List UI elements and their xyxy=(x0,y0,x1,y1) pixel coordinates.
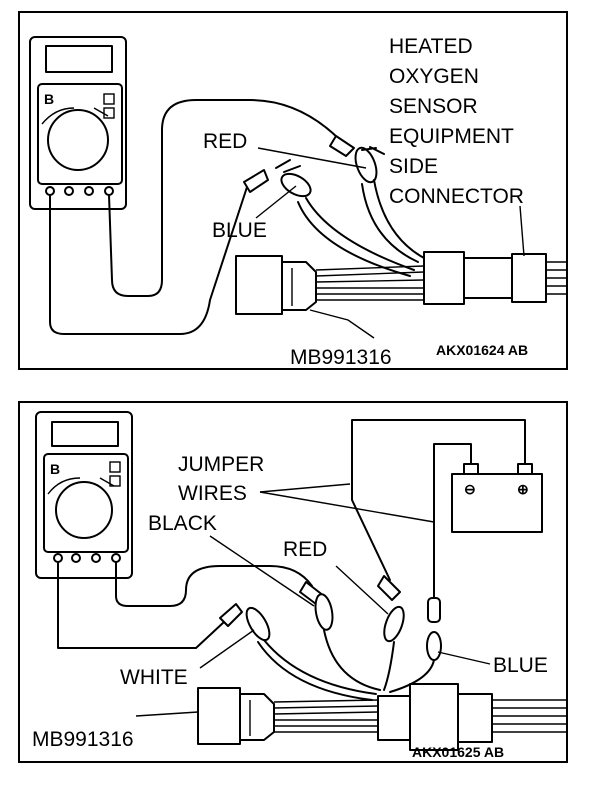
meter-jack xyxy=(53,553,63,563)
tool-label: MB991316 xyxy=(290,346,392,369)
panel-top-frame xyxy=(18,11,568,370)
meter-jack xyxy=(84,186,94,196)
battery-terminal-negative xyxy=(463,463,479,475)
meter-lead-white xyxy=(57,561,225,649)
leader-connector xyxy=(519,205,525,257)
blue-wire-label: BLUE xyxy=(493,654,548,677)
battery: ⊖ ⊕ xyxy=(451,463,543,533)
harness-wire xyxy=(361,183,419,263)
leader-black xyxy=(209,535,315,607)
leader-jumper-1 xyxy=(259,483,351,493)
multimeter-top: B xyxy=(29,36,127,210)
meter-jack xyxy=(91,553,101,563)
blue-probe-clip xyxy=(243,159,312,198)
meter-lead-black xyxy=(115,561,313,607)
harness-wire xyxy=(389,659,435,693)
meter-dial xyxy=(55,481,113,539)
meter-small-box xyxy=(109,461,121,473)
meter-dial xyxy=(47,109,109,171)
connector-label-line: OXYGEN xyxy=(389,65,479,88)
battery-body xyxy=(451,473,543,533)
red-wire-label: RED xyxy=(283,538,327,561)
tool-harness-top xyxy=(315,265,425,301)
meter-pointer-mark xyxy=(93,107,109,117)
meter-scale-arc xyxy=(47,477,81,495)
sensor-connector-bottom xyxy=(377,683,567,751)
leader-blue xyxy=(437,651,491,665)
figure-code: AKX01625 AB xyxy=(412,744,504,760)
multimeter-display xyxy=(45,45,113,73)
meter-small-box xyxy=(109,475,121,487)
white-wire-label: WHITE xyxy=(120,666,188,689)
leader-blue xyxy=(255,185,297,219)
leader-white xyxy=(199,629,255,669)
leader-tool xyxy=(309,309,375,339)
panel-bottom-frame xyxy=(18,401,568,763)
jumper-label-line: WIRES xyxy=(178,482,247,505)
red-wire-label: RED xyxy=(203,130,247,153)
connector-label-line: EQUIPMENT xyxy=(389,125,514,148)
blue-jumper-clip xyxy=(426,597,442,661)
harness-wire xyxy=(383,641,395,691)
multimeter-bottom: B xyxy=(35,411,133,579)
leader-red xyxy=(335,565,389,615)
panel-top: B xyxy=(18,11,568,370)
meter-jack xyxy=(104,186,114,196)
meter-scale-arc xyxy=(41,107,75,125)
meter-lead-blue xyxy=(49,183,249,335)
connector-label-line: SIDE xyxy=(389,155,438,178)
red-probe-clip xyxy=(329,135,385,184)
leader-jumper-2 xyxy=(259,491,435,523)
leader-red xyxy=(257,147,367,169)
black-probe-clip xyxy=(299,581,334,631)
meter-range-letter: B xyxy=(44,91,54,107)
black-wire-label: BLACK xyxy=(148,512,217,535)
negative-terminal-symbol: ⊖ xyxy=(464,481,476,497)
tool-label: MB991316 xyxy=(32,728,134,751)
leader-tool xyxy=(135,711,199,717)
figure-code: AKX01624 AB xyxy=(436,342,528,358)
meter-pointer-mark xyxy=(99,477,115,487)
harness-wire xyxy=(323,629,381,691)
harness-wire xyxy=(305,197,415,271)
meter-jack xyxy=(64,186,74,196)
positive-terminal-symbol: ⊕ xyxy=(517,481,529,497)
harness-wire xyxy=(297,201,411,277)
harness-wire xyxy=(263,639,377,695)
meter-jack xyxy=(71,553,81,563)
panel-bottom: B ⊖ ⊕ xyxy=(18,401,568,763)
connector-label-line: CONNECTOR xyxy=(389,185,524,208)
tool-harness-bottom xyxy=(273,699,379,733)
blue-wire-label: BLUE xyxy=(212,219,267,242)
jumper-label-line: JUMPER xyxy=(178,453,264,476)
multimeter-display xyxy=(51,421,119,447)
connector-label-line: HEATED xyxy=(389,35,473,58)
meter-range-letter: B xyxy=(50,461,60,477)
jumper-wire-negative xyxy=(433,443,472,605)
meter-jack xyxy=(45,186,55,196)
jumper-wire-positive xyxy=(351,419,526,581)
sensor-connector-top xyxy=(423,251,567,305)
tool-connector-top xyxy=(235,255,317,315)
meter-small-box xyxy=(103,93,115,105)
meter-lead-red xyxy=(108,99,341,297)
white-probe-clip xyxy=(219,603,271,642)
battery-terminal-positive xyxy=(517,463,533,475)
tool-connector-bottom xyxy=(197,687,275,745)
harness-wire xyxy=(373,179,425,259)
red-jumper-clip xyxy=(377,575,405,643)
harness-wire xyxy=(257,641,373,701)
connector-label-line: SENSOR xyxy=(389,95,478,118)
meter-jack xyxy=(111,553,121,563)
